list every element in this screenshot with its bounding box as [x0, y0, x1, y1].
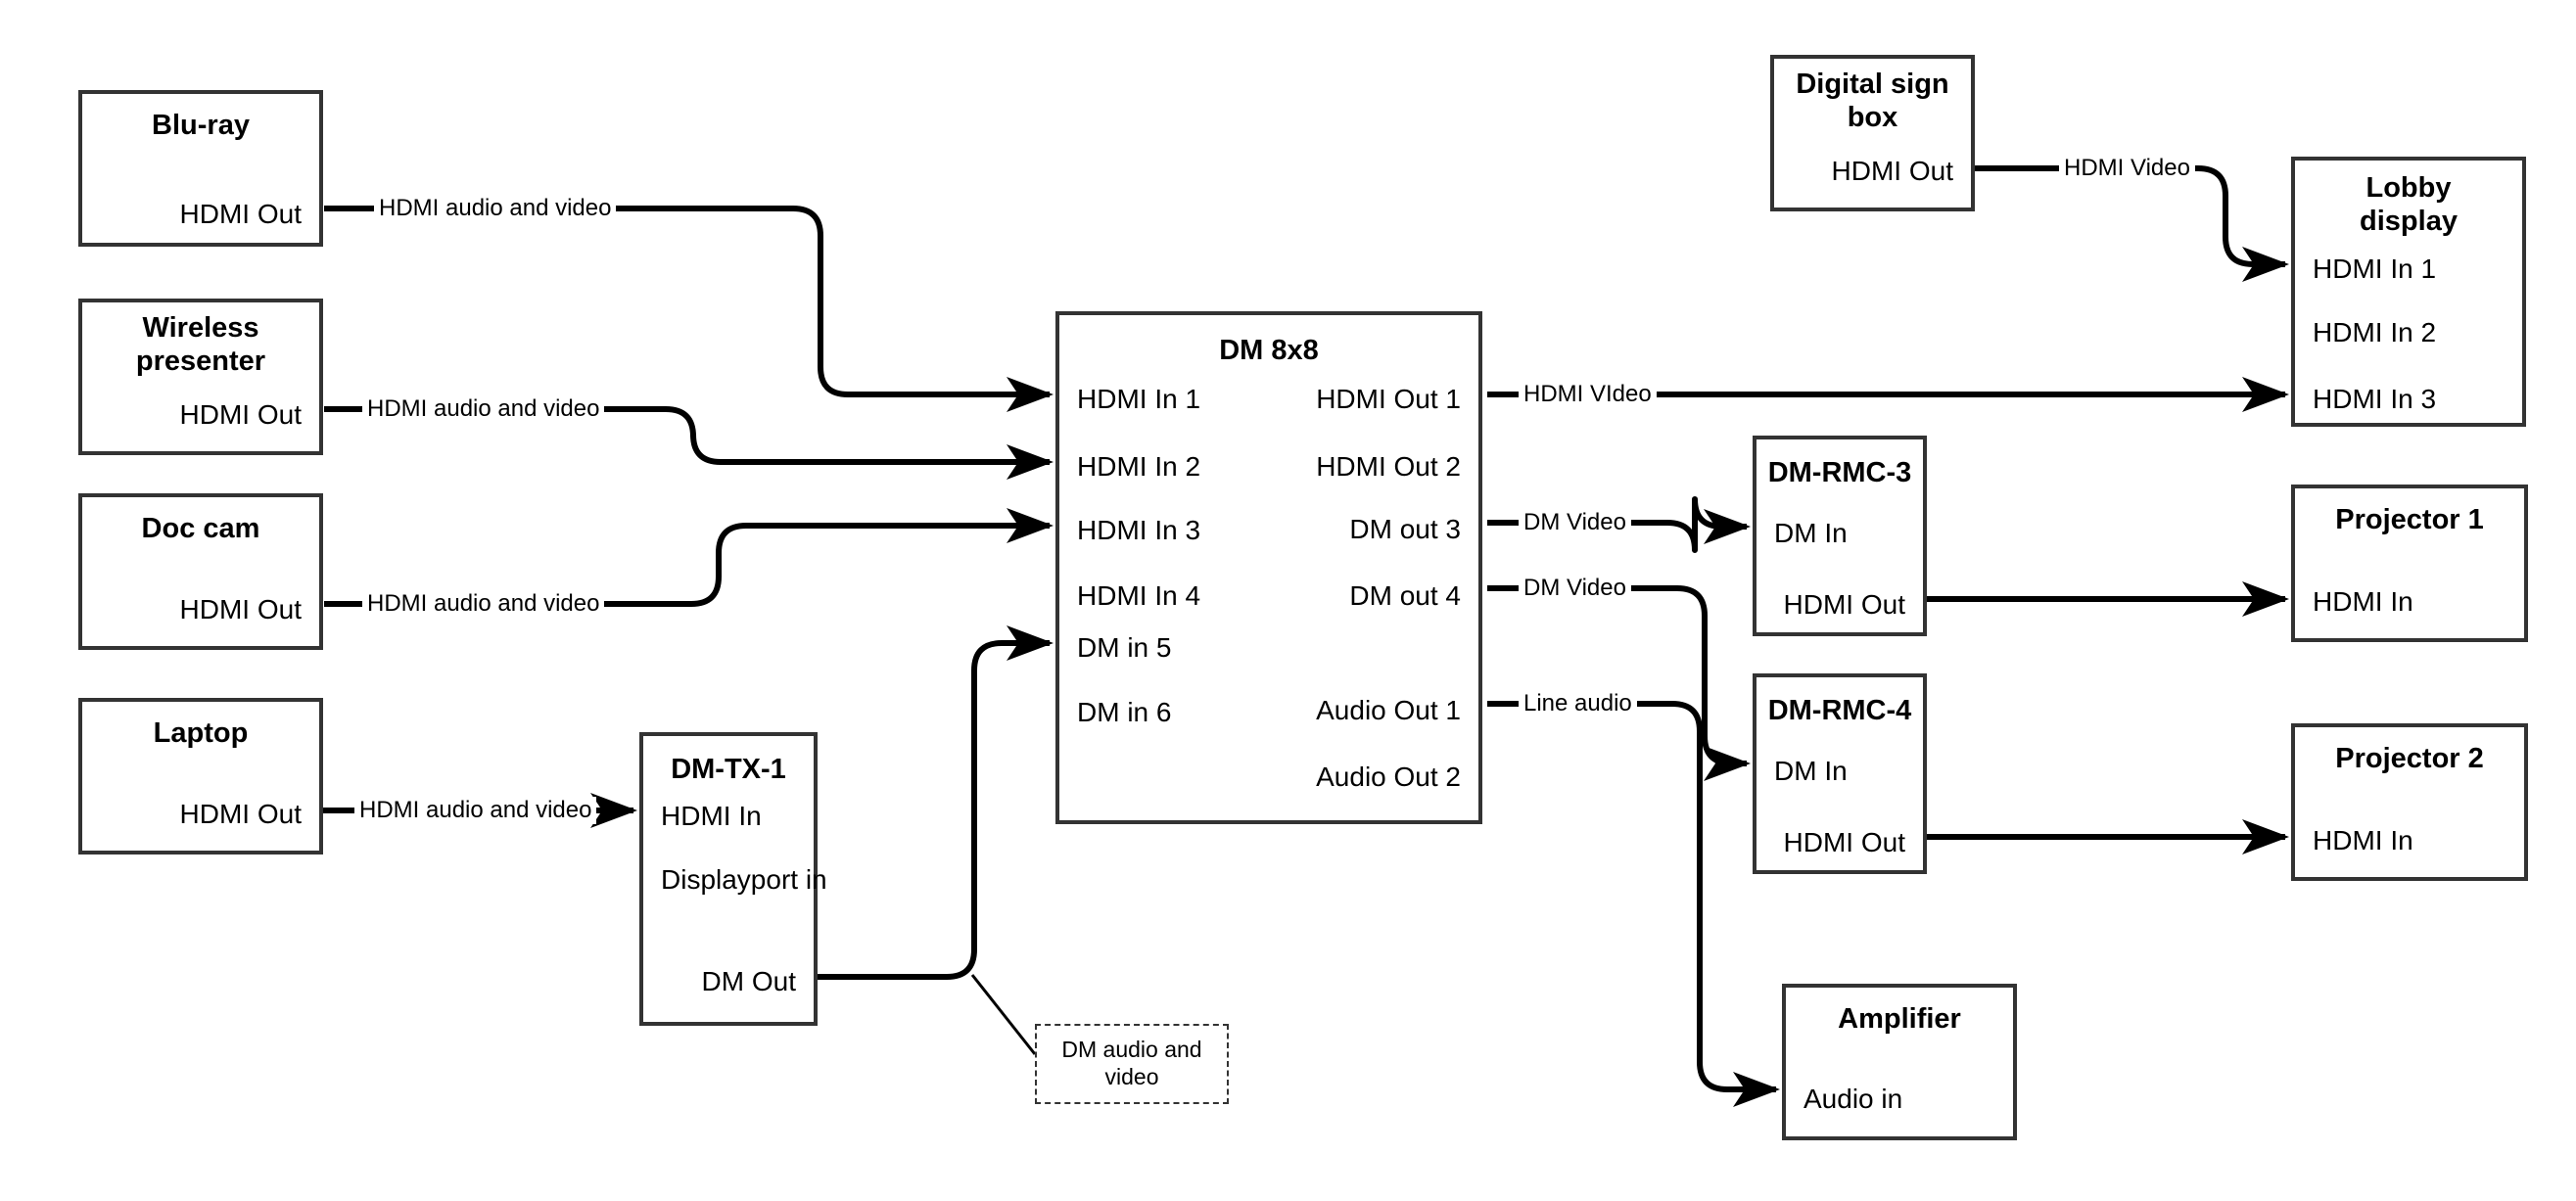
node-dm-rmc-4[interactable]: DM-RMC-4 DM In HDMI Out	[1753, 673, 1927, 874]
node-laptop-port-hdmi-out: HDMI Out	[179, 799, 302, 829]
node-lobby-display-port-hdmi-in-1: HDMI In 1	[2313, 254, 2437, 284]
node-dm-8x8-port-hdmi-out-1: HDMI Out 1	[1316, 384, 1461, 414]
node-projector-1-port-hdmi-in: HDMI In	[2313, 586, 2413, 617]
node-projector-2[interactable]: Projector 2 HDMI In	[2291, 723, 2528, 881]
wire-dm8x8-audioout1-to-amplifier	[1487, 701, 1780, 1107]
node-dm-rmc-3-title: DM-RMC-3	[1767, 457, 1912, 488]
node-dm-rmc-3-port-hdmi-out: HDMI Out	[1783, 589, 1905, 620]
note-dm-audio-and-video: DM audio and video	[1035, 1024, 1229, 1104]
node-wireless-presenter-title-line2: presenter	[135, 346, 266, 377]
node-dm-8x8-port-audio-out-1: Audio Out 1	[1316, 695, 1461, 725]
wire-label-audioout1: Line audio	[1519, 690, 1637, 717]
node-dm-tx-1-title: DM-TX-1	[671, 754, 786, 785]
node-doc-cam-port-hdmi-out: HDMI Out	[179, 594, 302, 624]
wire-label-doccam-to-dm8x8: HDMI audio and video	[362, 590, 605, 618]
node-dm-tx-1-port-displayport-in: Displayport in	[661, 864, 827, 895]
wire-label-wireless-to-dm8x8: HDMI audio and video	[362, 395, 605, 423]
node-dm-8x8-port-hdmi-in-2: HDMI In 2	[1077, 451, 1201, 482]
wire-label-dmout3: DM Video	[1519, 509, 1631, 536]
node-digital-sign-box-title-line2: box	[1847, 102, 1898, 133]
note-dm-audio-and-video-line1: DM audio and	[1061, 1037, 1202, 1062]
node-dm-8x8-port-hdmi-in-1: HDMI In 1	[1077, 384, 1201, 414]
node-bluray-port-hdmi-out: HDMI Out	[179, 199, 302, 229]
node-lobby-display[interactable]: Lobby display HDMI In 1 HDMI In 2 HDMI I…	[2291, 157, 2526, 427]
wire-dm8x8-dmout4-to-rmc4	[1487, 585, 1751, 781]
node-digital-sign-box-port-hdmi-out: HDMI Out	[1831, 156, 1953, 186]
node-projector-1-title: Projector 1	[2335, 504, 2484, 535]
wire-label-dm8x8-hdmiout1: HDMI VIdeo	[1519, 381, 1657, 408]
node-bluray[interactable]: Blu-ray HDMI Out	[78, 90, 323, 247]
node-dm-8x8-port-dm-in-6: DM in 6	[1077, 697, 1172, 727]
node-dm-8x8-port-audio-out-2: Audio Out 2	[1316, 762, 1461, 792]
wire-signbox-to-lobby	[1975, 165, 2289, 282]
node-lobby-display-title-line1: Lobby	[2365, 172, 2452, 204]
wire-dmtx1-to-dm8x8	[816, 625, 1054, 980]
node-dm-8x8-port-dm-out-4: DM out 4	[1349, 580, 1461, 611]
node-laptop[interactable]: Laptop HDMI Out	[78, 698, 323, 855]
node-dm-8x8-port-hdmi-out-2: HDMI Out 2	[1316, 451, 1461, 482]
node-dm-tx-1[interactable]: DM-TX-1 HDMI In Displayport in DM Out	[639, 732, 827, 1026]
note-dm-audio-and-video-line2: video	[1104, 1064, 1159, 1089]
wire-label-dmout4: DM Video	[1519, 575, 1631, 602]
node-projector-1[interactable]: Projector 1 HDMI In	[2291, 485, 2528, 642]
node-doc-cam-title: Doc cam	[141, 513, 260, 544]
node-dm-8x8-port-hdmi-in-3: HDMI In 3	[1077, 515, 1201, 545]
node-amplifier-port-audio-in: Audio in	[1803, 1084, 1903, 1114]
node-dm-tx-1-port-hdmi-in: HDMI In	[661, 801, 762, 831]
node-bluray-title: Blu-ray	[152, 110, 250, 141]
node-dm-8x8-port-hdmi-in-4: HDMI In 4	[1077, 580, 1201, 611]
node-wireless-presenter[interactable]: Wireless presenter HDMI Out	[78, 299, 323, 455]
wire-label-signbox-to-lobby: HDMI Video	[2059, 155, 2195, 182]
node-dm-8x8-port-dm-in-5: DM in 5	[1077, 632, 1172, 663]
wire-bluray-to-dm8x8	[324, 206, 1054, 412]
node-projector-2-port-hdmi-in: HDMI In	[2313, 825, 2413, 855]
node-dm-8x8[interactable]: DM 8x8 HDMI In 1 HDMI In 2 HDMI In 3 HDM…	[1055, 311, 1482, 824]
node-dm-8x8-title: DM 8x8	[1219, 335, 1319, 366]
node-lobby-display-port-hdmi-in-2: HDMI In 2	[2313, 317, 2437, 347]
node-doc-cam[interactable]: Doc cam HDMI Out	[78, 493, 323, 650]
node-dm-rmc-4-port-dm-in: DM In	[1774, 756, 1848, 786]
node-lobby-display-title-line2: display	[2360, 206, 2458, 237]
node-digital-sign-box-title-line1: Digital sign	[1796, 69, 1949, 100]
wire-note-leader	[970, 974, 1037, 1055]
node-dm-rmc-4-title: DM-RMC-4	[1767, 695, 1912, 726]
wire-label-laptop-to-dmtx1: HDMI audio and video	[354, 797, 597, 824]
node-projector-2-title: Projector 2	[2335, 743, 2484, 774]
node-dm-rmc-3-port-dm-in: DM In	[1774, 518, 1848, 548]
node-wireless-presenter-port-hdmi-out: HDMI Out	[179, 399, 302, 430]
node-amplifier[interactable]: Amplifier Audio in	[1782, 984, 2017, 1140]
node-amplifier-title: Amplifier	[1838, 1003, 1961, 1035]
wire-label-bluray-to-dm8x8: HDMI audio and video	[374, 195, 617, 222]
node-dm-tx-1-port-dm-out: DM Out	[701, 966, 796, 996]
node-dm-rmc-3[interactable]: DM-RMC-3 DM In HDMI Out	[1753, 436, 1927, 636]
node-dm-rmc-4-port-hdmi-out: HDMI Out	[1783, 827, 1905, 857]
node-lobby-display-port-hdmi-in-3: HDMI In 3	[2313, 384, 2437, 414]
node-digital-sign-box[interactable]: Digital sign box HDMI Out	[1770, 55, 1975, 211]
node-dm-8x8-port-dm-out-3: DM out 3	[1349, 514, 1461, 544]
node-wireless-presenter-title-line1: Wireless	[142, 312, 259, 344]
node-laptop-title: Laptop	[153, 717, 249, 749]
